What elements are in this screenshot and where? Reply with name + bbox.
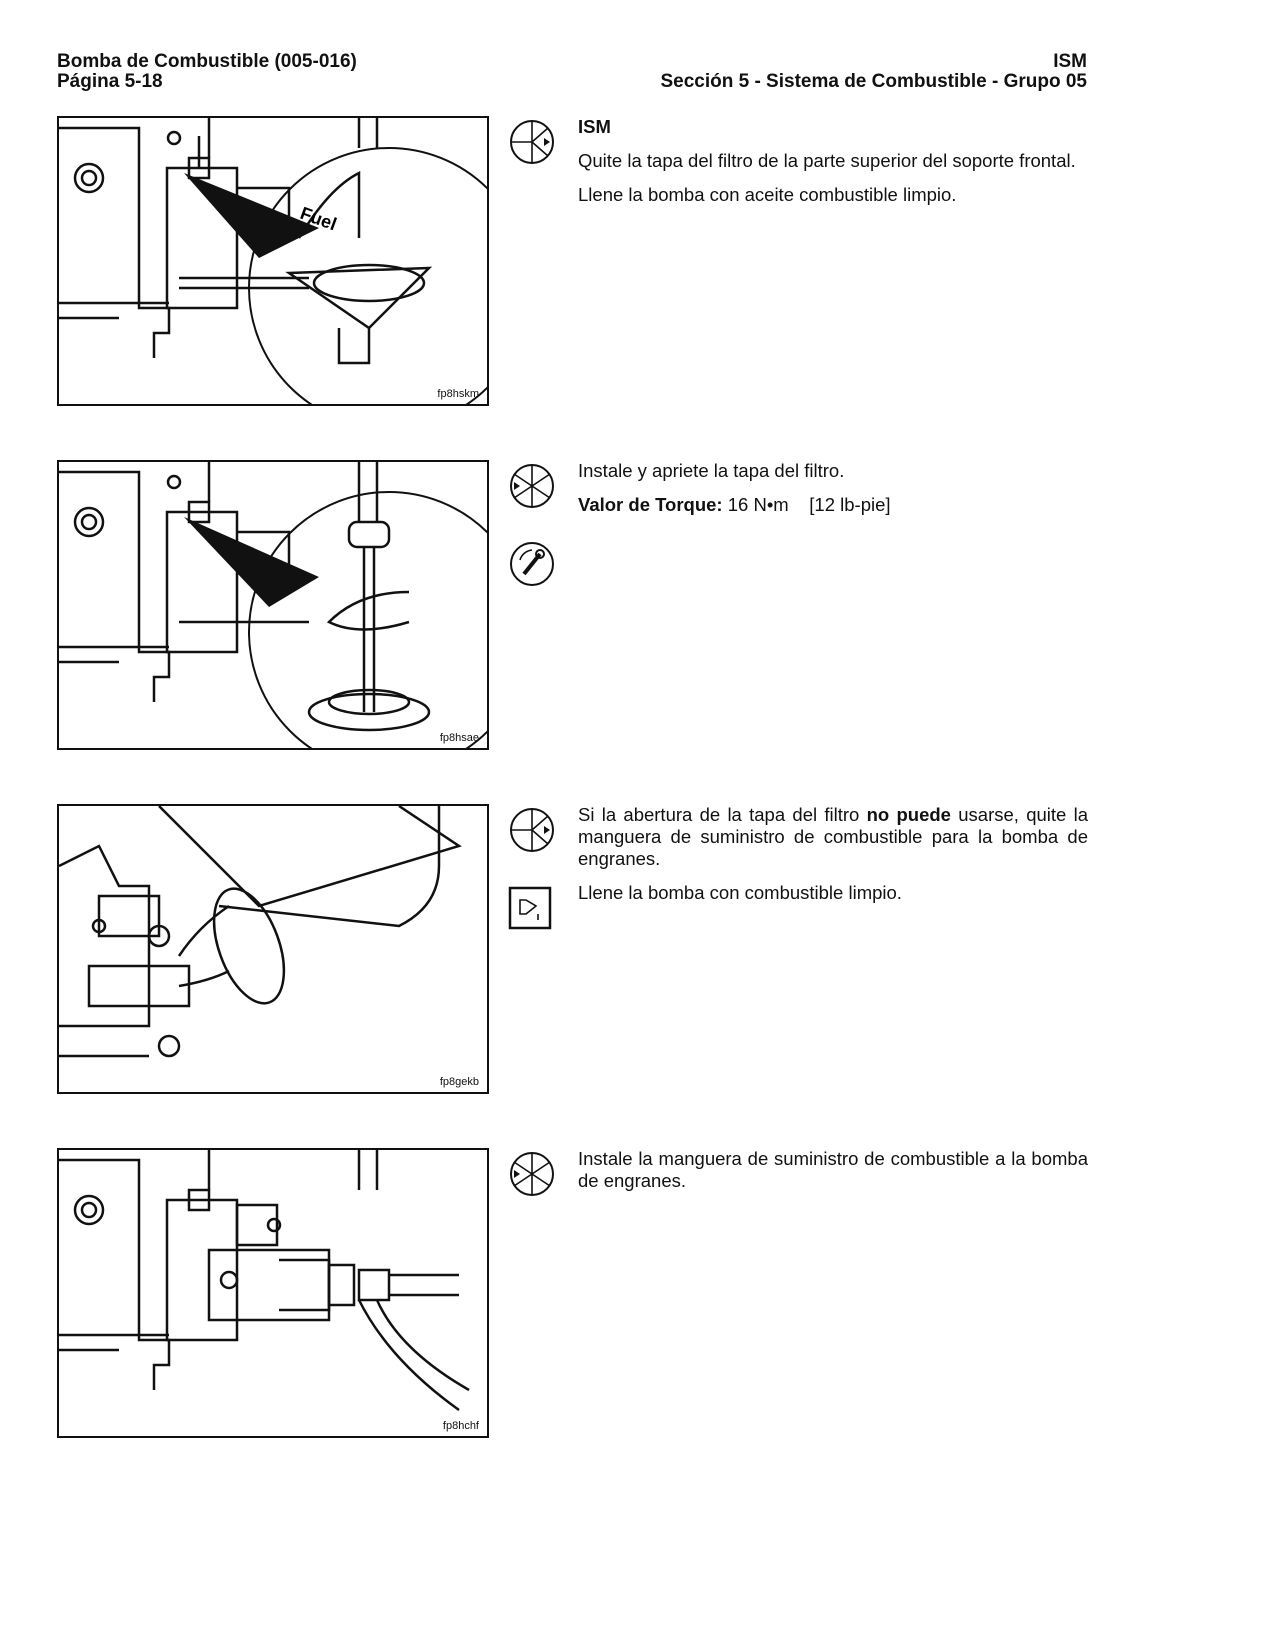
remove-icon [510,120,554,164]
fill-fuel-icon [508,886,552,930]
torque-value-line: Valor de Torque: 16 N•m [12 lb-pie] [578,494,1088,516]
figure-code: fp8hskm [437,388,479,400]
install-icon [510,1152,554,1196]
figure-code: fp8hsae [439,732,479,744]
step-4-text: Instale la manguera de suministro de com… [578,1148,1088,1204]
step-instruction: Si la abertura de la tapa del filtro no … [578,804,1088,870]
install-icon [510,464,554,508]
step-2-text: Instale y apriete la tapa del filtro. Va… [578,460,1088,528]
engine-fuel-funnel-illustration: Fuel [59,118,487,404]
remove-icon [510,808,554,852]
text-segment: Si la abertura de la tapa del filtro [578,804,867,825]
step-3-text: Si la abertura de la tapa del filtro no … [578,804,1088,916]
gear-pump-funnel-illustration [59,806,462,1058]
figure-fill-pump-through-filter-head: Fuel fp8hskm [57,116,489,406]
step-heading: ISM [578,116,611,137]
torque-imperial: [12 lb-pie] [809,494,891,515]
figure-code: fp8gekb [439,1076,479,1088]
figure-install-fuel-supply-hose: fp8hchf [57,1148,489,1438]
torque-wrench-icon [510,542,554,586]
page-header-left: Bomba de Combustible (005-016) Página 5-… [57,52,357,92]
figure-code: fp8hchf [442,1420,479,1432]
text-segment: usarse, quite la manguera de suministro … [578,804,1088,869]
torque-metric: 16 N•m [727,494,789,515]
torque-label: Valor de Torque: [578,494,723,515]
emphasis-text: no puede [866,804,951,825]
engine-filter-cap-illustration [59,462,487,748]
engine-model: ISM [1053,51,1087,72]
gear-pump-hose-illustration [59,1150,470,1412]
figure-fill-pump-through-hose-port: fp8gekb [57,804,489,1094]
section-title: Sección 5 - Sistema de Combustible - Gru… [660,71,1087,92]
step-instruction: Instale la manguera de suministro de com… [578,1148,1088,1191]
page-number: Página 5-18 [57,71,163,92]
step-instruction: Instale y apriete la tapa del filtro. [578,460,845,481]
step-instruction: Llene la bomba con aceite combustible li… [578,184,957,205]
document-title: Bomba de Combustible (005-016) [57,51,357,72]
page-header-right: ISM Sección 5 - Sistema de Combustible -… [660,52,1087,92]
step-1-text: ISM Quite la tapa del filtro de la parte… [578,116,1088,218]
step-instruction: Llene la bomba con combustible limpio. [578,882,902,903]
figure-install-filter-cap: fp8hsae [57,460,489,750]
step-instruction: Quite la tapa del filtro de la parte sup… [578,150,1076,171]
